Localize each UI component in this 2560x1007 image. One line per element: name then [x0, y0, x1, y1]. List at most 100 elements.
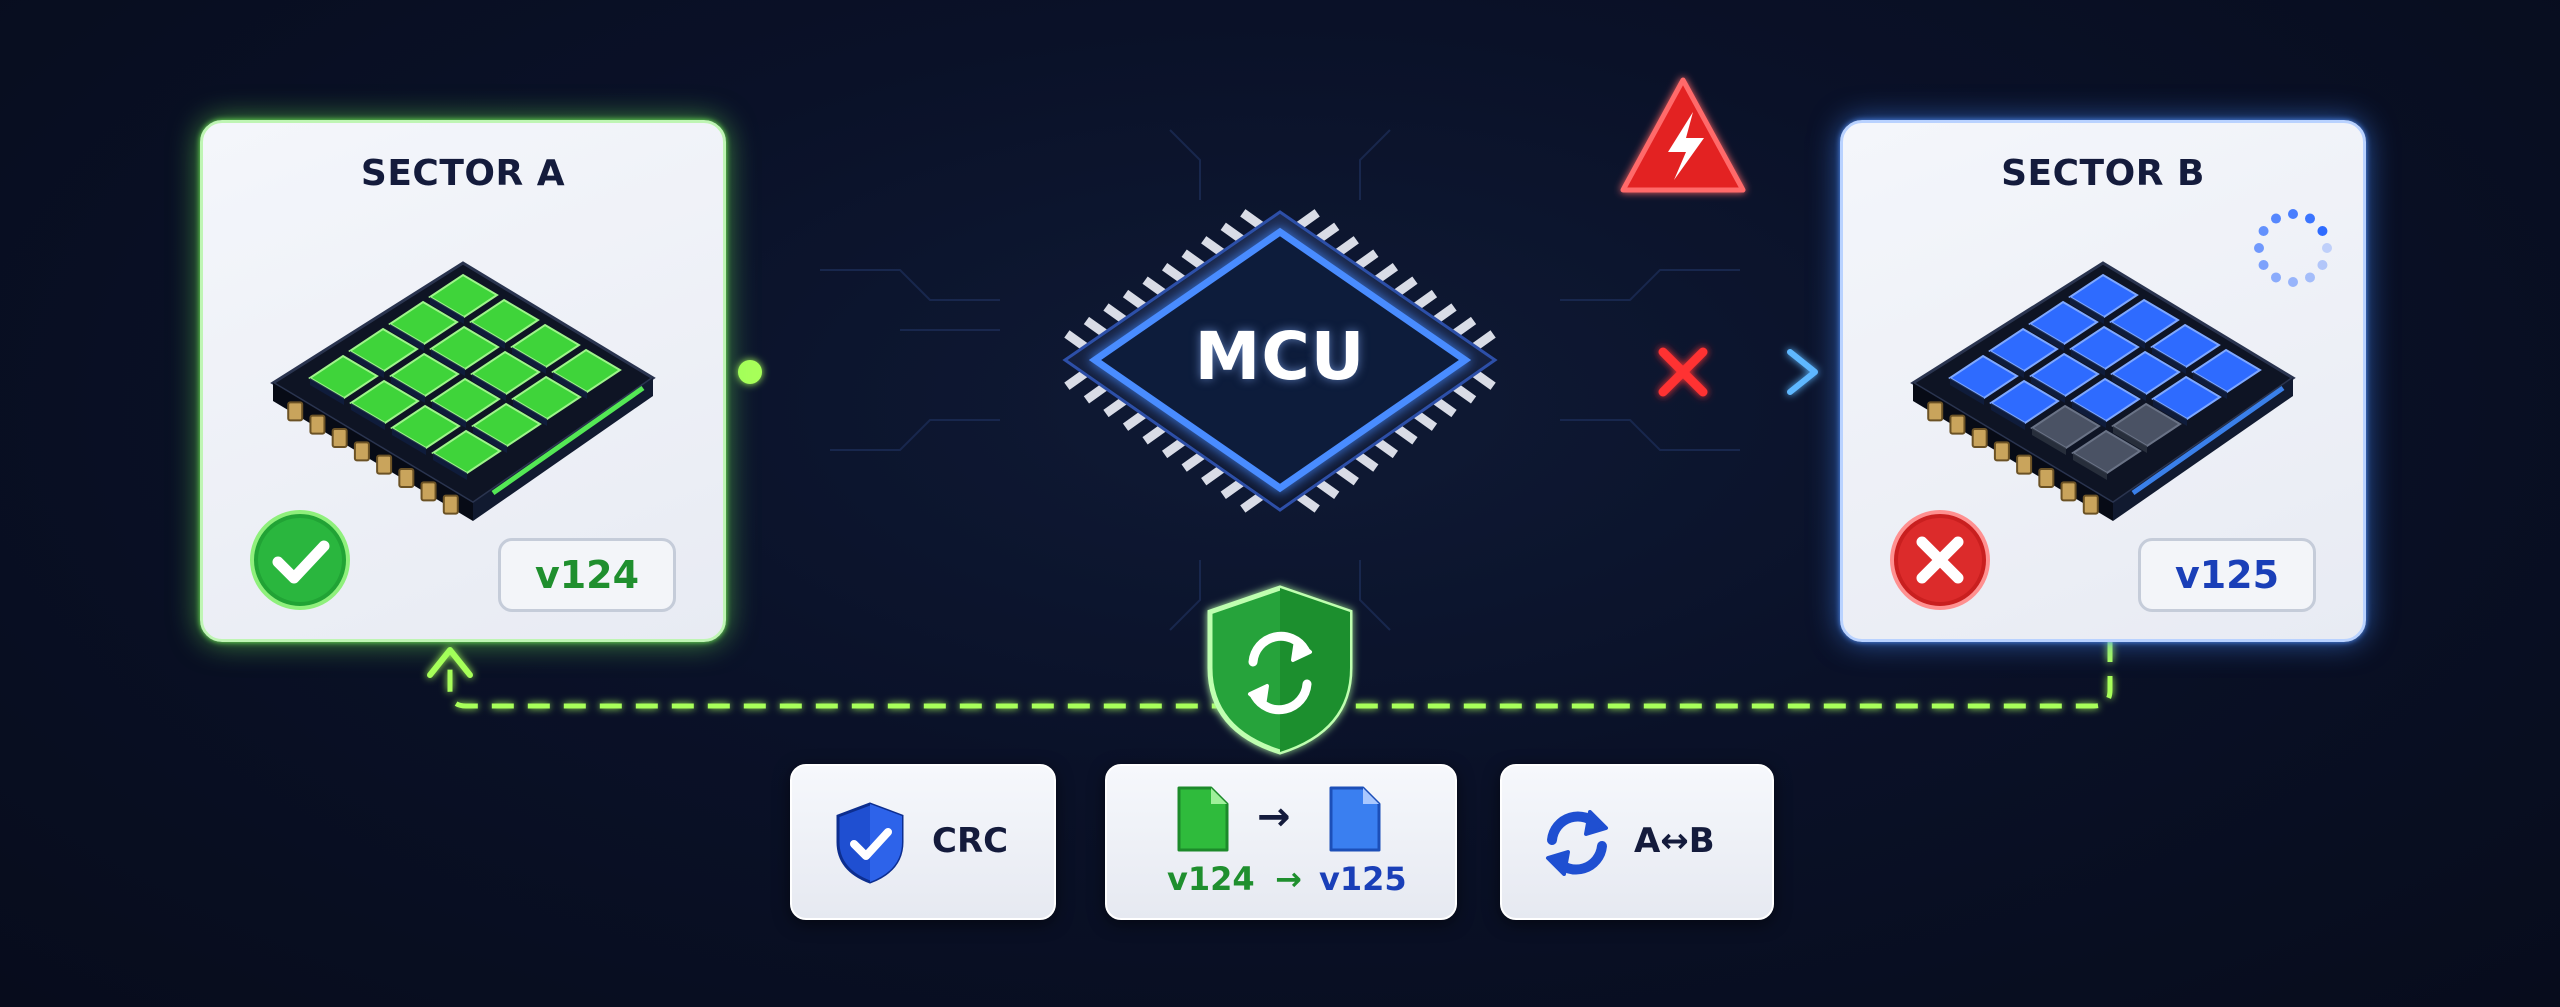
mcu-pin: [1083, 316, 1111, 340]
rollback-path: [447, 640, 2113, 709]
mcu-pin: [1332, 236, 1359, 259]
sync-shield-icon: [1207, 585, 1353, 755]
sector-a-title: SECTOR A: [360, 153, 566, 194]
mcu-pin: [1351, 449, 1379, 472]
chip-pin: [2060, 481, 2077, 502]
mcu-pin: [1220, 222, 1248, 246]
mcu-pin: [1142, 421, 1170, 445]
swap-card: A↔B: [1500, 764, 1774, 920]
mcu-chip: [1062, 209, 1498, 513]
mcu-pin: [1410, 289, 1438, 313]
mcu-pin: [1293, 209, 1320, 232]
spinner-dot: [2305, 213, 2315, 224]
chip-pin: [287, 401, 304, 422]
mcu-pin: [1449, 316, 1477, 340]
crc-card: CRC: [790, 764, 1056, 920]
mcu-pin: [1161, 435, 1189, 459]
spinner-dot: [2271, 272, 2281, 283]
chip-pin: [331, 428, 348, 448]
mcu-pin: [1064, 330, 1091, 353]
crc-label: CRC: [932, 821, 1009, 861]
mcu-pin: [1240, 209, 1267, 232]
link-b-arrowhead: [1787, 349, 1818, 395]
blue-file-icon: [1329, 786, 1381, 852]
mcu-pin: [1390, 421, 1418, 445]
link-start-dot: [738, 360, 762, 384]
loading-spinner-icon: [2254, 209, 2332, 287]
chip-pin: [2016, 454, 2033, 475]
sector-a-flash-chip: [270, 261, 656, 521]
spinner-dot: [2288, 277, 2298, 287]
mcu-pin: [1122, 408, 1150, 431]
mcu-pin: [1181, 249, 1209, 273]
mcu-pin: [1103, 303, 1130, 326]
chip-pin: [1927, 401, 1944, 422]
mcu-pin: [1469, 367, 1496, 390]
mcu-pin: [1103, 394, 1130, 418]
chip-pin: [2082, 494, 2099, 515]
sector-b-version: v125: [2138, 538, 2316, 612]
chip-pin: [1949, 414, 1966, 435]
mcu-pin: [1122, 289, 1150, 313]
spinner-dot: [2271, 213, 2281, 224]
lightning-warning-icon: [1620, 77, 1746, 193]
version-to: v125: [1319, 860, 1407, 898]
mcu-pin: [1430, 394, 1457, 418]
mcu-pin: [1469, 330, 1496, 353]
mcu-pin: [1064, 367, 1091, 390]
chip-pin: [353, 441, 370, 462]
circuit-traces: [820, 129, 1740, 631]
mcu-pin: [1430, 303, 1457, 326]
chip-pin: [420, 481, 437, 502]
mcu-pin: [1332, 462, 1359, 486]
mcu-pin: [1293, 490, 1320, 513]
mcu-pin: [1161, 262, 1189, 286]
spinner-dot: [2317, 226, 2328, 236]
sector-a-version: v124: [498, 538, 676, 612]
chip-pin: [1993, 441, 2010, 462]
swap-arrows-icon: [1546, 810, 1608, 876]
chip-pin: [1971, 428, 1988, 448]
mcu-pin: [1201, 462, 1228, 486]
cross-mark-icon: [1658, 347, 1708, 397]
sector-b-flash-chip: [1910, 261, 2296, 521]
check-icon: [250, 510, 350, 610]
cross-icon: [1890, 510, 1990, 610]
mcu-pin: [1371, 262, 1399, 286]
spinner-dot: [2254, 243, 2264, 253]
sector-a-card: SECTOR A v124: [200, 120, 726, 642]
spinner-dot: [2317, 260, 2328, 270]
spinner-dot: [2258, 226, 2269, 236]
sector-b-card: SECTOR B v125: [1840, 120, 2366, 642]
spinner-dot: [2322, 243, 2332, 253]
mcu-pin: [1312, 222, 1340, 246]
mcu-pins: [1064, 209, 1496, 513]
mcu-pin: [1083, 380, 1111, 404]
mcu-pin: [1371, 435, 1399, 459]
swap-label: A↔B: [1634, 821, 1715, 861]
mcu-pin: [1312, 476, 1340, 500]
chip-pin: [398, 468, 415, 488]
mcu-pin: [1449, 380, 1477, 404]
spinner-dot: [2258, 260, 2269, 270]
mcu-pin: [1220, 476, 1248, 500]
sector-b-title: SECTOR B: [2001, 153, 2205, 194]
spinner-dot: [2288, 209, 2298, 219]
mcu-pin: [1390, 276, 1418, 300]
chip-pin: [376, 454, 393, 475]
green-file-icon: [1177, 786, 1229, 852]
chip-pin: [2038, 468, 2055, 488]
mcu-pin: [1240, 490, 1267, 513]
chip-pin: [442, 494, 459, 515]
mcu-label: MCU: [1194, 318, 1366, 395]
shield-check-icon: [836, 802, 904, 884]
spinner-dot: [2305, 272, 2315, 283]
version-from: v124: [1167, 860, 1255, 898]
version-update-card: → v124 → v125: [1105, 764, 1457, 920]
chip-pin: [309, 414, 326, 435]
mcu-pin: [1351, 249, 1379, 273]
mcu-pin: [1142, 276, 1170, 300]
mcu-pin: [1181, 449, 1209, 472]
